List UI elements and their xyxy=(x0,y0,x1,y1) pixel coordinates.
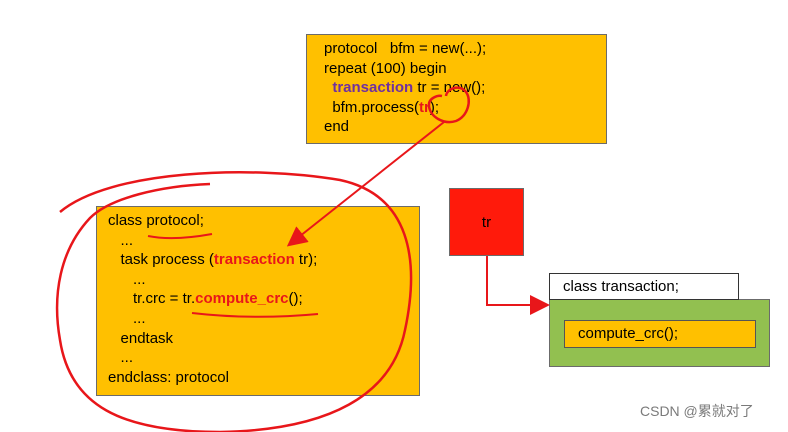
main-code-block: protocol bfm = new(...); repeat (100) beg… xyxy=(306,34,607,144)
csdn-watermark: CSDN @累就对了 xyxy=(640,403,754,419)
tr-handle-box: tr xyxy=(449,188,524,256)
protocol-class-block: class protocol; ... task process (transa… xyxy=(96,206,420,396)
ellipsis-line: ... xyxy=(120,231,134,249)
code-line-4: bfm.process(tr); xyxy=(324,98,606,118)
code-line-3-rest: tr = new(); xyxy=(413,79,486,97)
compute-crc-method-box: compute_crc(); xyxy=(564,320,756,348)
code-line-5: end xyxy=(324,118,350,136)
task-process-line: task process (transaction tr); xyxy=(120,251,318,269)
code-line-2: repeat (100) begin xyxy=(324,59,447,77)
transaction-class-header: class transaction; xyxy=(549,273,739,300)
tr-object: tr. xyxy=(182,290,196,308)
tr-to-class-connector xyxy=(486,256,550,315)
ellipsis-line: ... xyxy=(120,349,134,367)
crc-assign-line: tr.crc = tr.compute_crc(); xyxy=(133,290,303,308)
tr-argument: tr xyxy=(419,98,430,116)
compute-crc-call: compute_crc xyxy=(195,290,289,308)
class-protocol-line: class protocol; xyxy=(108,212,204,229)
process-call-end: ); xyxy=(429,98,440,116)
transaction-type: transaction xyxy=(213,251,295,269)
code-line-3: transaction tr = new(); xyxy=(324,78,606,98)
code-line-1: protocol bfm = new(...); xyxy=(324,40,487,57)
endtask-line: endtask xyxy=(120,329,174,347)
ellipsis-line: ... xyxy=(133,270,146,288)
tr-label: tr xyxy=(481,213,492,231)
process-call: bfm.process( xyxy=(332,98,420,116)
transaction-keyword: transaction xyxy=(332,79,414,97)
endclass-line: endclass: protocol xyxy=(108,368,229,386)
ellipsis-line: ... xyxy=(133,309,146,327)
